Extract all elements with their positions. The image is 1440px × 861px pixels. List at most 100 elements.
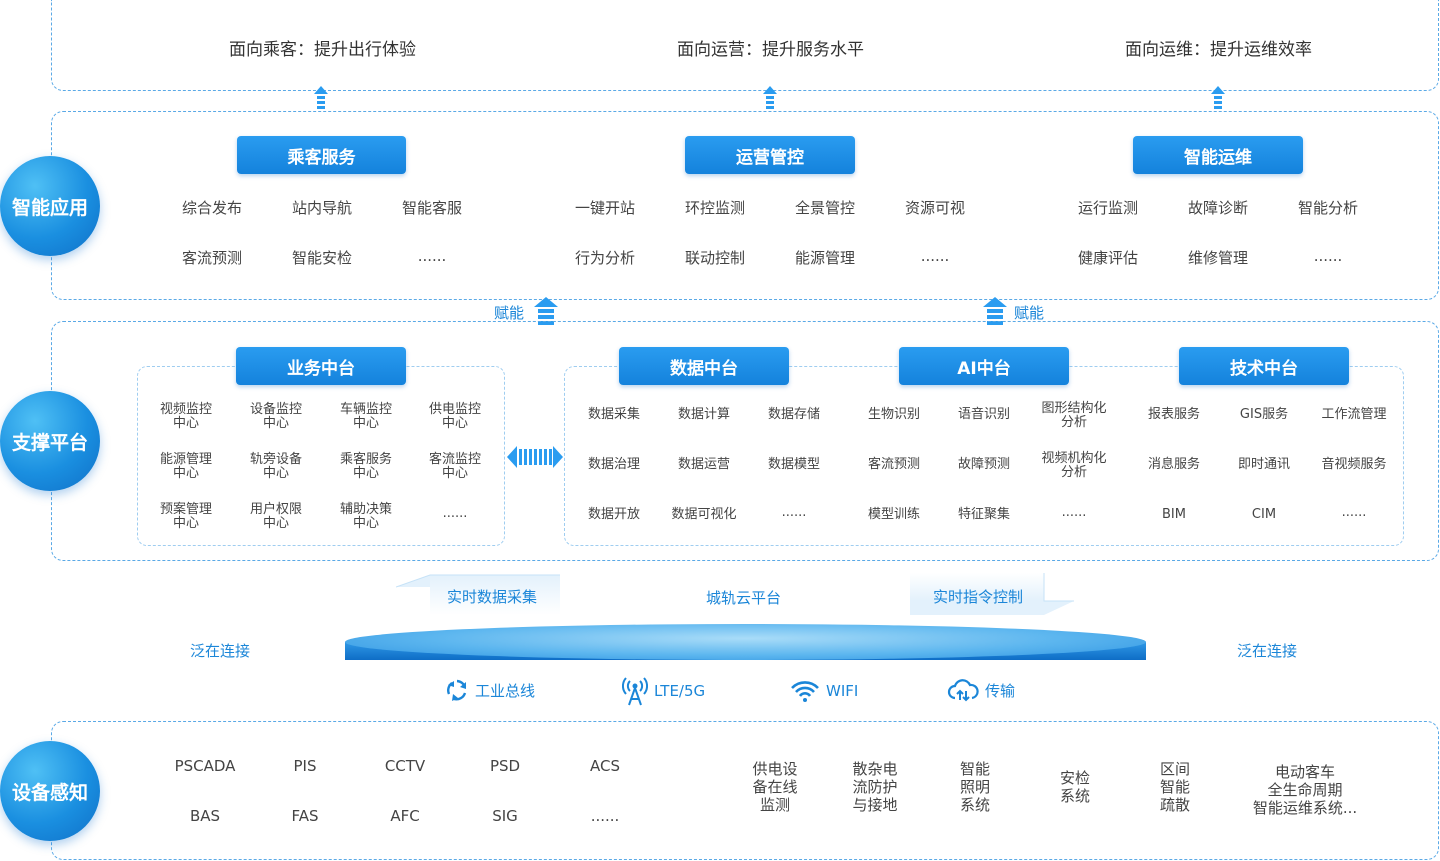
antenna-icon — [622, 677, 648, 706]
data-item: 数据计算 — [677, 407, 731, 422]
device-item: BAS — [189, 807, 221, 825]
business-item: 视频监控中心 — [159, 402, 213, 431]
device-item: PSCADA — [174, 757, 236, 775]
app-item: 维修管理 — [1187, 249, 1249, 267]
data-item: 数据存储 — [767, 407, 821, 422]
business-item: 用户权限中心 — [249, 502, 303, 531]
business-item: 预案管理中心 — [159, 502, 213, 531]
device-system: 安检系统 — [1059, 769, 1091, 805]
empower-arrow-icon — [534, 297, 558, 325]
device-system: 散杂电流防护与接地 — [852, 760, 898, 814]
cloud-platform-label: 城轨云平台 — [706, 589, 782, 607]
cloud-disc-top — [345, 624, 1146, 660]
data-item: 数据治理 — [587, 457, 641, 472]
network-lte-5g: LTE/5G — [622, 676, 705, 706]
platform-ai-title: AI中台 — [899, 347, 1069, 385]
ai-item: 模型训练 — [867, 507, 921, 522]
up-arrow-icon — [763, 86, 777, 109]
app-item: ...... — [1313, 247, 1343, 265]
app-item: 综合发布 — [181, 199, 243, 217]
ai-item: 故障预测 — [957, 457, 1011, 472]
network-industrial-bus: 工业总线 — [445, 678, 535, 702]
tech-item: 音视频服务 — [1321, 457, 1387, 472]
business-item: 车辆监控中心 — [339, 402, 393, 431]
pervasive-connection-right: 泛在连接 — [1237, 642, 1298, 660]
tech-item: ...... — [1341, 505, 1367, 520]
collect-arrow-shape — [396, 574, 560, 615]
ai-item: 视频机构化分析 — [1041, 451, 1107, 480]
platform-data-title: 数据中台 — [619, 347, 789, 385]
network-label: 工业总线 — [475, 681, 536, 700]
empower-label-right: 赋能 — [1014, 304, 1045, 322]
bidirectional-arrow-icon — [507, 446, 563, 468]
network-label: WIFI — [826, 682, 859, 700]
app-item: 联动控制 — [684, 249, 746, 267]
up-arrow-icon — [314, 86, 328, 109]
device-system: 电动客车全生命周期智能运维系统... — [1252, 763, 1358, 817]
data-item: 数据采集 — [587, 407, 641, 422]
network-label: 传输 — [985, 681, 1016, 700]
network-transmission: 传输 — [947, 678, 1015, 702]
realtime-collect-label: 实时数据采集 — [446, 587, 537, 606]
device-item: SIG — [492, 807, 518, 825]
app-item: 全景管控 — [794, 199, 856, 217]
goal-operation: 面向运营：提升服务水平 — [677, 40, 864, 60]
layer-label-platform: 支撑平台 — [0, 391, 100, 491]
app-item: 环控监测 — [684, 199, 746, 217]
tech-item: 工作流管理 — [1321, 407, 1387, 422]
up-arrow-icon — [1211, 86, 1225, 109]
app-group-operation: 运营管控 — [685, 136, 855, 174]
app-item: 一键开站 — [574, 199, 636, 217]
app-item: ...... — [417, 247, 447, 265]
pervasive-connection-left: 泛在连接 — [190, 642, 251, 660]
device-item: PSD — [489, 757, 521, 775]
layer-label-app: 智能应用 — [0, 156, 100, 256]
platform-tech-title: 技术中台 — [1179, 347, 1349, 385]
realtime-control-label: 实时指令控制 — [932, 587, 1023, 606]
device-system: 智能照明系统 — [959, 760, 991, 814]
data-item: 数据开放 — [587, 507, 641, 522]
app-item: 行为分析 — [574, 249, 636, 267]
app-item: 智能安检 — [291, 249, 353, 267]
app-group-maintenance: 智能运维 — [1133, 136, 1303, 174]
app-item: 能源管理 — [794, 249, 856, 267]
business-item: 能源管理中心 — [159, 452, 213, 481]
ai-item: 客流预测 — [867, 457, 921, 472]
empower-label-left: 赋能 — [494, 304, 525, 322]
app-group-passenger: 乘客服务 — [237, 136, 406, 174]
device-item: PIS — [293, 757, 317, 775]
business-item: ...... — [442, 506, 468, 521]
tech-item: 即时通讯 — [1237, 457, 1291, 472]
device-system: 供电设备在线监测 — [752, 760, 798, 814]
goal-maintenance: 面向运维：提升运维效率 — [1125, 40, 1312, 60]
ai-item: 图形结构化分析 — [1041, 401, 1107, 430]
data-item: 数据可视化 — [671, 507, 737, 522]
wifi-icon — [791, 681, 819, 702]
app-item: 智能分析 — [1297, 199, 1359, 217]
business-item: 客流监控中心 — [428, 452, 482, 481]
business-item: 供电监控中心 — [428, 402, 482, 431]
goal-passenger: 面向乘客：提升出行体验 — [229, 40, 416, 60]
tech-item: GIS服务 — [1239, 407, 1289, 422]
app-item: 健康评估 — [1077, 249, 1139, 267]
device-system: 区间智能疏散 — [1159, 760, 1191, 814]
business-item: 辅助决策中心 — [339, 502, 393, 531]
business-item: 设备监控中心 — [249, 402, 303, 431]
layer-label-device: 设备感知 — [0, 741, 100, 841]
device-item: AFC — [390, 807, 420, 825]
platform-business-title: 业务中台 — [236, 347, 406, 385]
device-item: ...... — [590, 807, 620, 825]
device-item: FAS — [291, 807, 319, 825]
app-item: 运行监测 — [1077, 199, 1139, 217]
tech-item: BIM — [1162, 507, 1186, 522]
recycle-arrows-icon — [447, 679, 467, 701]
goals-panel — [51, 0, 1439, 91]
app-item: 站内导航 — [291, 199, 353, 217]
data-item: 数据运营 — [677, 457, 731, 472]
cloud-icon — [947, 679, 979, 702]
device-layer-panel — [51, 721, 1439, 860]
business-item: 轨旁设备中心 — [249, 452, 303, 481]
app-item: 故障诊断 — [1187, 199, 1249, 217]
ai-item: 语音识别 — [957, 407, 1011, 422]
data-item: ...... — [781, 505, 807, 520]
